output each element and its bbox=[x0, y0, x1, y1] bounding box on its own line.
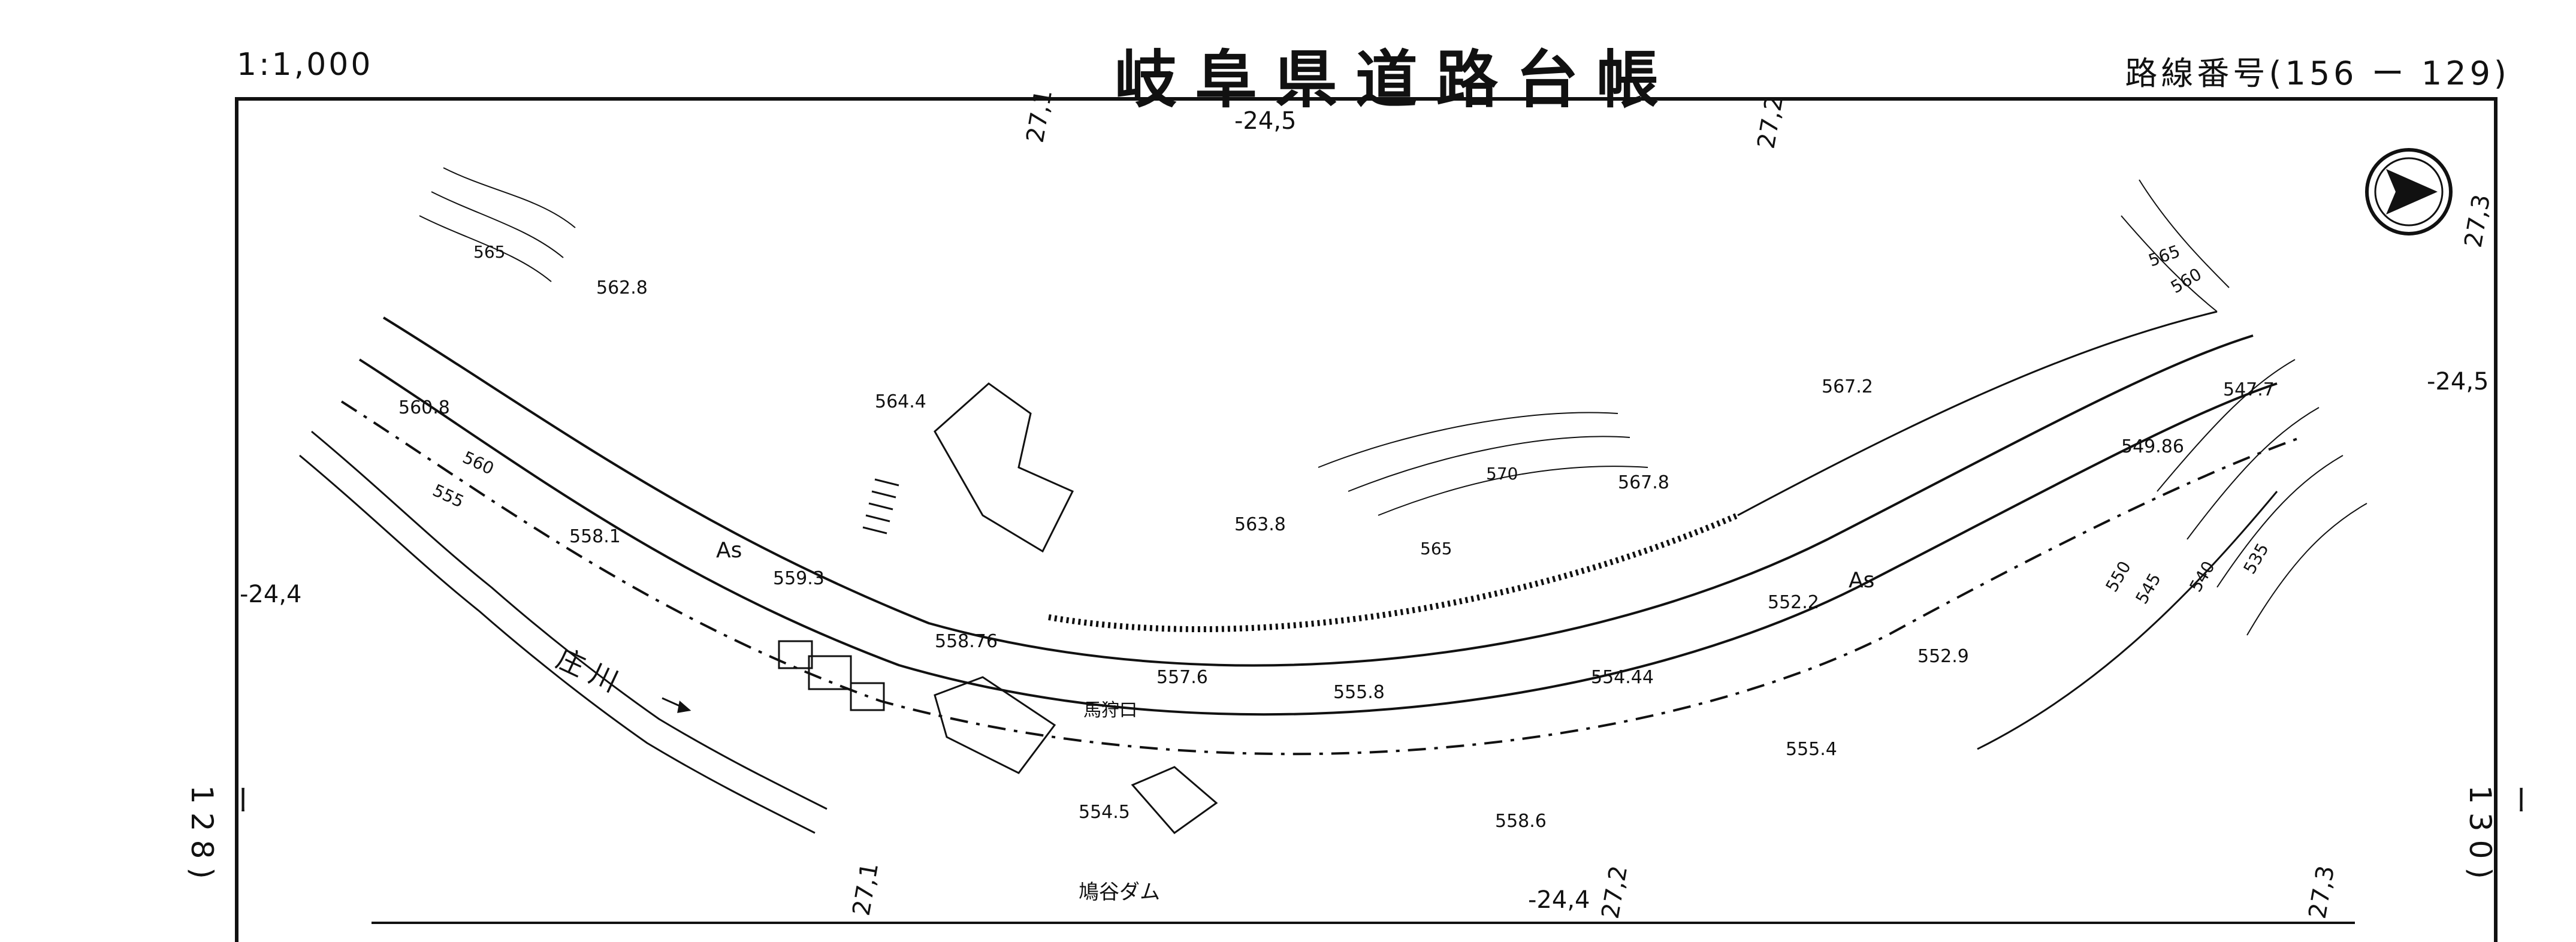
contour-label: 560 bbox=[460, 447, 497, 478]
grid-tick: 27,3 bbox=[2304, 864, 2341, 921]
buildings bbox=[778, 382, 1218, 835]
retaining-wall bbox=[862, 478, 899, 535]
spot-elevation: 560.8 bbox=[398, 397, 450, 418]
grid-tick: 27,2 bbox=[1597, 864, 1633, 921]
road-surface-label: As bbox=[1849, 568, 1874, 593]
spot-elevations: 562.8 564.4 560.8 558.1 559.3 558.76 557… bbox=[398, 277, 2275, 832]
spot-elevation: 562.8 bbox=[596, 277, 648, 298]
spot-elevation: 567.2 bbox=[1822, 376, 1873, 397]
grid-tick: -24,4 bbox=[1528, 886, 1590, 914]
contour-labels: 565 560 555 570 565 565 560 550 545 540 … bbox=[430, 241, 2273, 607]
spot-elevation: 557.6 bbox=[1156, 667, 1208, 688]
grid-tick: -24,5 bbox=[1234, 107, 1297, 135]
contour-label: 570 bbox=[1486, 464, 1518, 484]
contour-lines bbox=[419, 167, 2367, 636]
north-arrow-icon bbox=[2365, 148, 2453, 236]
grid-tick: -24,4 bbox=[240, 581, 302, 608]
river-banks bbox=[299, 430, 2278, 834]
grid-tick: 27,1 bbox=[848, 861, 884, 918]
river-flow-arrow-icon bbox=[662, 697, 691, 713]
spot-elevation: 554.5 bbox=[1079, 802, 1130, 823]
contour-label: 545 bbox=[2131, 570, 2164, 608]
spot-elevation: 554.44 bbox=[1591, 667, 1654, 688]
spot-elevation: 552.9 bbox=[1917, 646, 1969, 667]
road-lines bbox=[340, 310, 2302, 756]
adjacent-sheet-right: ー 130) bbox=[2463, 785, 2536, 887]
spot-elevation: 559.3 bbox=[773, 568, 825, 589]
map-frame bbox=[235, 97, 2498, 942]
spot-elevation: 555.4 bbox=[1786, 739, 1837, 760]
grid-tick: -24,5 bbox=[2427, 368, 2489, 395]
contour-label: 565 bbox=[1420, 539, 1452, 558]
river-label: 庄 川 bbox=[551, 642, 623, 698]
contour-label: 555 bbox=[430, 480, 467, 511]
spot-elevation: 558.6 bbox=[1495, 811, 1547, 832]
spot-elevation: 549.86 bbox=[2121, 436, 2184, 457]
road-surface-label: As bbox=[716, 538, 742, 563]
map-scale: 1:1,000 bbox=[237, 47, 373, 83]
spot-elevation: 547.7 bbox=[2223, 379, 2275, 400]
grid-tick: 27,3 bbox=[2460, 192, 2496, 250]
spot-elevation: 558.1 bbox=[569, 526, 621, 547]
grid-tick: 27,2 bbox=[1753, 93, 1789, 151]
contour-label: 565 bbox=[2146, 241, 2183, 270]
grid-tick: 27,1 bbox=[1022, 87, 1058, 145]
adjacent-sheet-left: ー 128) bbox=[185, 785, 258, 887]
route-number: 路線番号(156 ー 129) bbox=[2125, 55, 2510, 92]
spot-elevation: 552.2 bbox=[1768, 592, 1819, 613]
place-label: 馬狩口 bbox=[1083, 700, 1137, 721]
contour-label: 550 bbox=[2101, 558, 2134, 596]
spot-elevation: 563.8 bbox=[1234, 514, 1286, 535]
contour-label: 565 bbox=[473, 242, 505, 262]
contour-label: 560 bbox=[2167, 264, 2205, 297]
spot-elevation: 558.76 bbox=[935, 631, 998, 652]
contour-label: 535 bbox=[2239, 540, 2272, 578]
spot-elevation: 564.4 bbox=[875, 391, 926, 412]
spot-elevation: 555.8 bbox=[1333, 682, 1385, 703]
spot-elevation: 567.8 bbox=[1618, 472, 1669, 493]
place-label: 鳩谷ダム bbox=[1079, 880, 1160, 904]
page-title: 岐阜県道路台帳 bbox=[1115, 43, 1677, 116]
